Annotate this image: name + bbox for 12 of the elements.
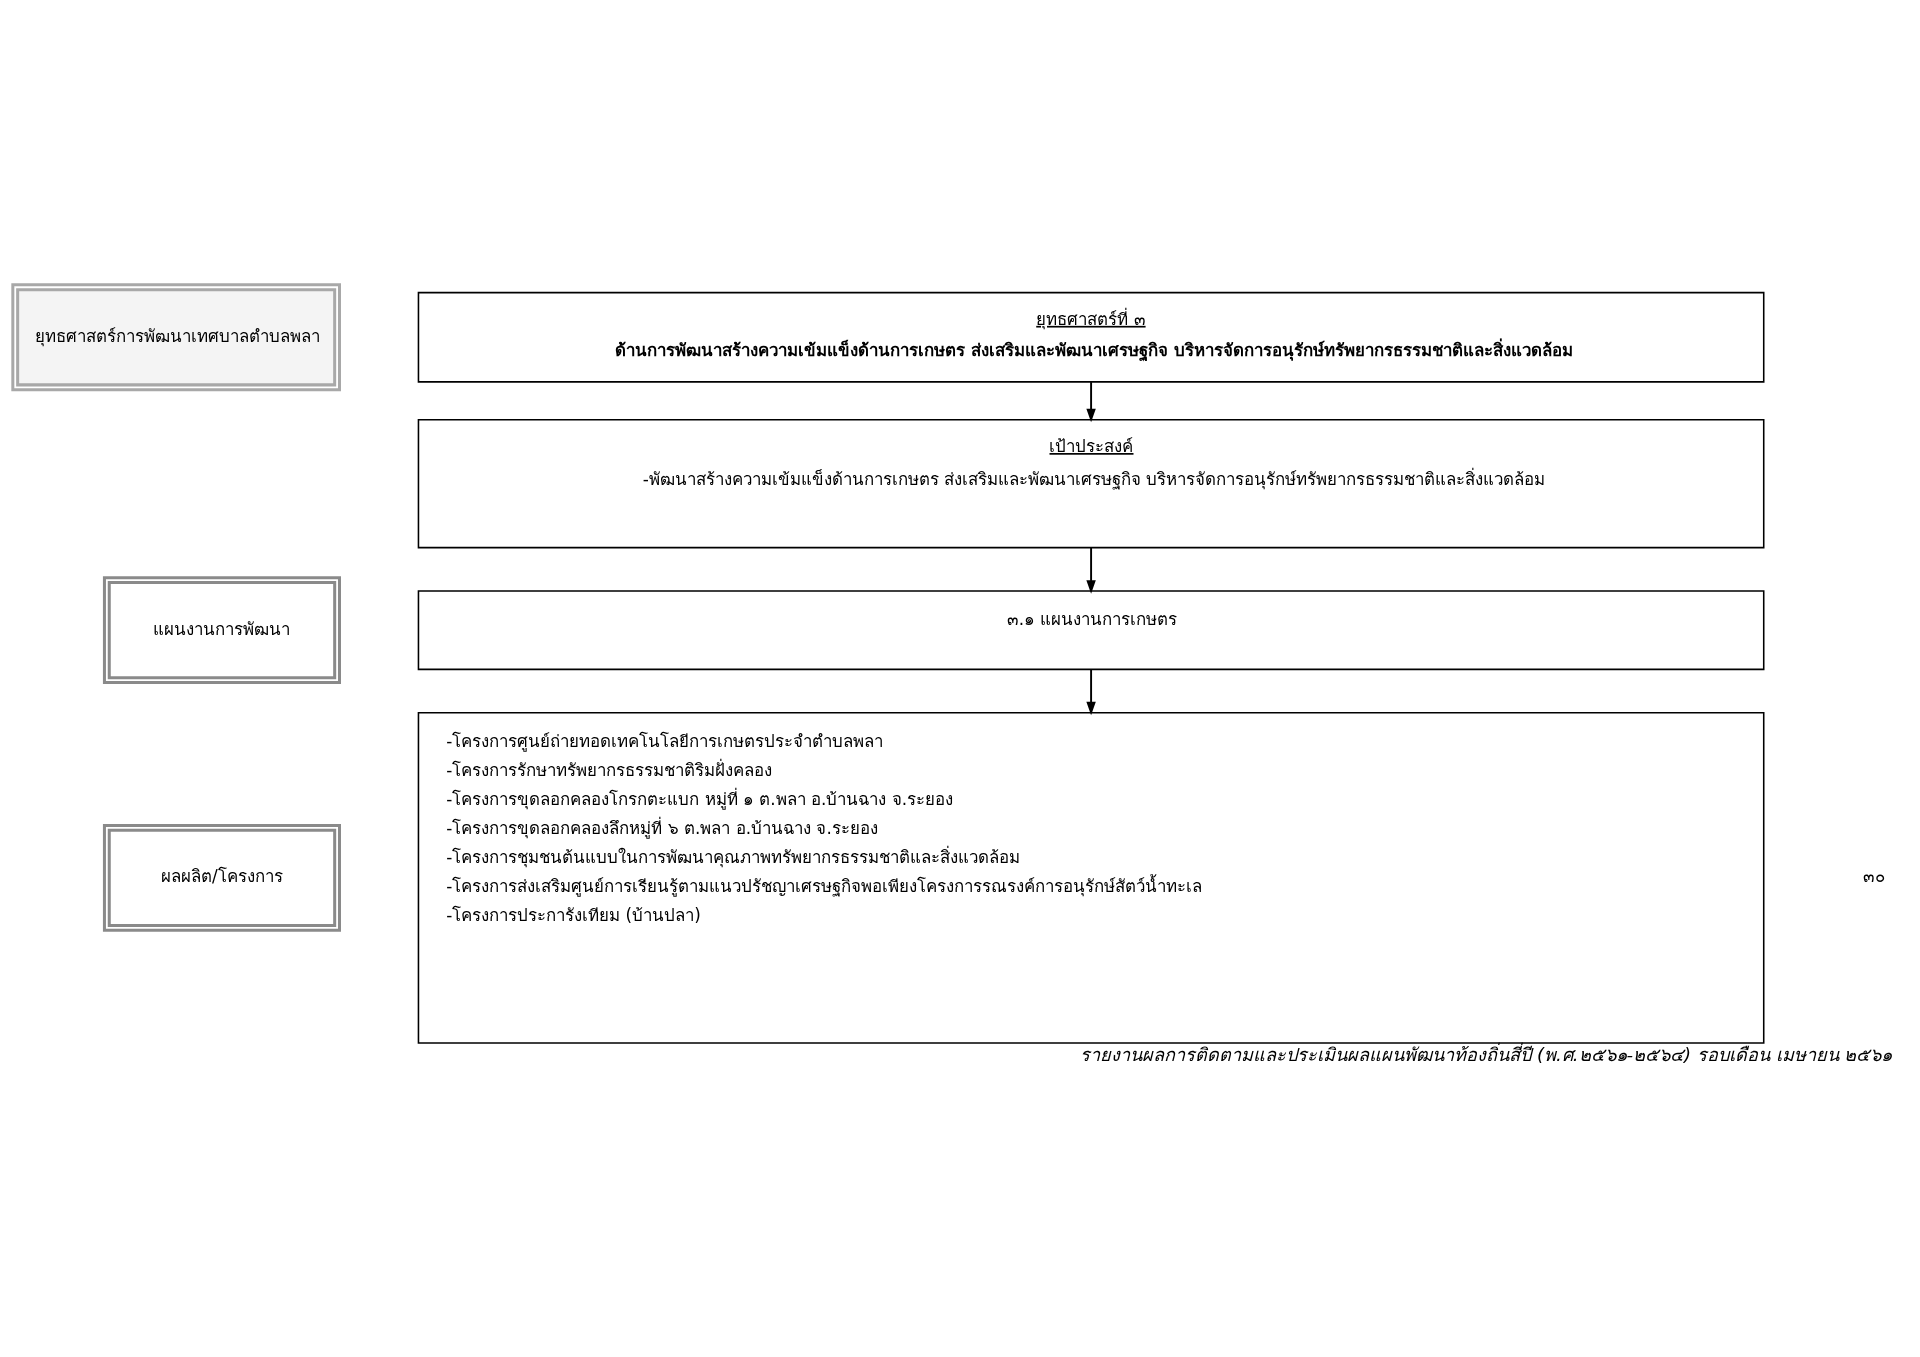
node-box: ๓.๑ แผนงานการเกษตร bbox=[417, 589, 1765, 670]
arrow bbox=[1086, 380, 1096, 422]
node-box: ผลผลิต/โครงการ bbox=[102, 823, 341, 932]
arrow bbox=[1086, 668, 1096, 715]
arrow bbox=[1086, 546, 1096, 594]
node-box: -โครงการศูนย์ถ่ายทอดเทคโนโลยีการเกษตรประจำตำบลพลา -โครงการรักษาทรัพยากรธรรมชาติริมฝั่งคลอง -โครงการขุดลอกคลองโกรกตะแบก หมู่ที่ ๑ ต.พลา อ.บ้านฉาง จ.ระยอง -โครงการขุดลอกคลองลึกหมู่ที่ ๖ ต.พลา อ.บ้านฉาง จ.ระยอง -โครงการชุมชนต้นแบบในการพัฒนาคุณภาพทรัพยากรธรรมชาติและสิ่งแวดล้อม -โครงการส่งเสริมศูนย์การเรียนรู้ตามแนวปรัชญาเศรษฐกิจพอเพียงโครงการรณรงค์การอนุรักษ์สัตว์น้ำทะเล -โครงการประการังเทียม (บ้านปลา) bbox=[417, 711, 1765, 1044]
label: ๓๐ bbox=[1863, 865, 1886, 886]
node-box: ยุทธศาสตร์ที่ ๓ ด้านการพัฒนาสร้างความเข้มแข็งด้านการเกษตร ส่งเสริมและพัฒนาเศรษฐกิจ บริหารจัดการอนุรักษ์ทรัพยากรธรรมชาติและสิ่งแวดล้อม bbox=[417, 291, 1765, 383]
node-box: แผนงานการพัฒนา bbox=[102, 575, 341, 684]
caption: รายงานผลการติดตามและประเมินผลแผนพัฒนาท้องถิ่นสี่ปี (พ.ศ.๒๕๖๑-๒๕๖๔) รอบเดือน เมษายน ๒๕๖๑ bbox=[1080, 1043, 1893, 1065]
node-box: เป้าประสงค์ -พัฒนาสร้างความเข้มแข็งด้านการเกษตร ส่งเสริมและพัฒนาเศรษฐกิจ บริหารจัดการอนุรักษ์ทรัพยากรธรรมชาติและสิ่งแวดล้อม bbox=[417, 418, 1765, 548]
node-box: ยุทธศาสตร์การพัฒนาเทศบาลตำบลพลา bbox=[11, 282, 341, 391]
